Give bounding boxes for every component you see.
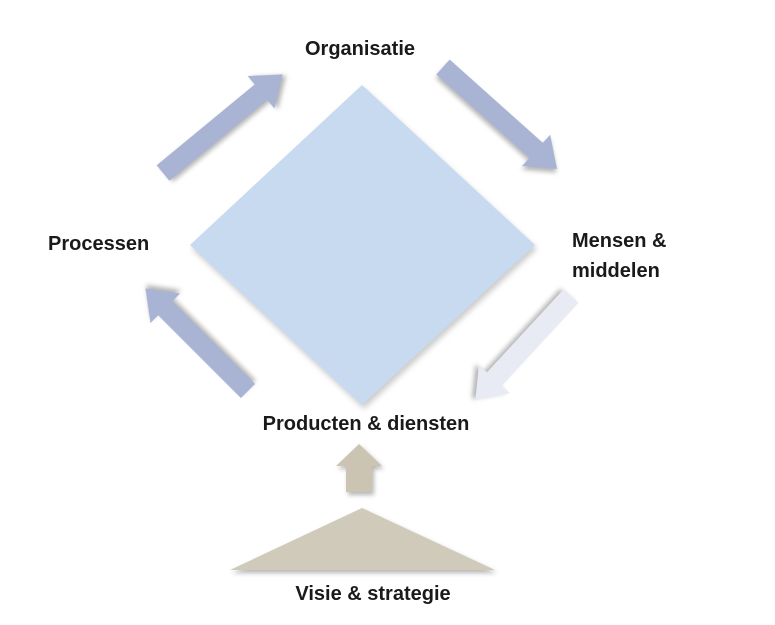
- node-label-mensen-middelen: Mensen & middelen: [572, 226, 666, 286]
- node-label-mensen-line1: Mensen &: [572, 230, 667, 252]
- arrow-visie-to-producten-icon: [336, 444, 382, 492]
- foundation-pyramid-shape: [230, 508, 495, 570]
- arrow-organisatie-to-mensen-icon: [436, 59, 558, 169]
- node-label-organisatie: Organisatie: [304, 38, 416, 60]
- node-label-processen: Processen: [48, 233, 150, 255]
- node-label-mensen-line2: middelen: [572, 260, 660, 282]
- central-diamond-shape: [190, 85, 535, 405]
- node-label-visie-strategie: Visie & strategie: [295, 583, 451, 605]
- arrow-processen-to-organisatie-icon: [156, 74, 283, 181]
- arrow-mensen-to-producten-icon: [475, 289, 579, 400]
- arrow-producten-to-processen-icon: [145, 288, 256, 399]
- node-label-producten-diensten: Producten & diensten: [262, 413, 470, 435]
